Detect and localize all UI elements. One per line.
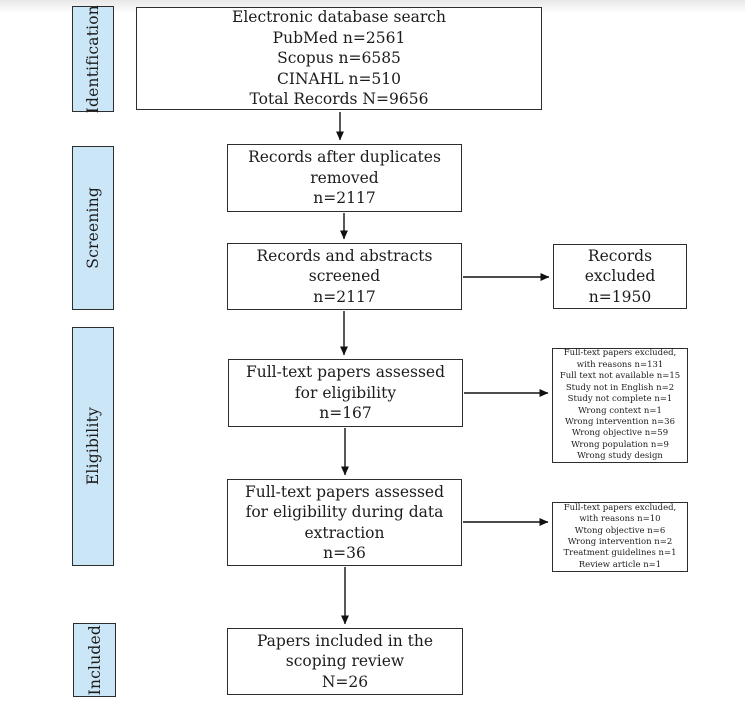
box-text: Full-text papers excluded, with reasons … <box>559 348 681 462</box>
stage-label-included: Included <box>73 623 116 697</box>
box-text: Full-text papers excluded, with reasons … <box>563 502 677 570</box>
box-fulltext-assessed-eligibility: Full-text papers assessed for eligibilit… <box>228 359 463 427</box>
stage-label-text: Screening <box>84 187 102 269</box>
stage-label-screening: Screening <box>72 146 114 310</box>
box-papers-included: Papers included in the scoping review N=… <box>227 628 463 695</box>
box-text: Records after duplicates removed n=2117 <box>248 148 441 208</box>
stage-label-text: Included <box>85 624 104 696</box>
box-duplicates-removed: Records after duplicates removed n=2117 <box>227 144 462 212</box>
box-text: Full-text papers assessed for eligibilit… <box>245 363 446 423</box>
stage-label-text: Eligibility <box>84 407 102 486</box>
box-text: Electronic database search PubMed n=2561… <box>232 8 446 109</box>
box-text: Full-text papers assessed for eligibilit… <box>244 482 445 563</box>
box-records-abstracts-screened: Records and abstracts screened n=2117 <box>227 243 462 310</box>
box-text: Papers included in the scoping review N=… <box>256 631 434 691</box>
stage-label-identification: Identification <box>72 4 114 114</box>
stage-label-text: Identification <box>84 4 102 114</box>
box-text: Records and abstracts screened n=2117 <box>256 246 433 306</box>
box-excluded-reasons-2: Full-text papers excluded, with reasons … <box>552 502 688 572</box>
box-records-excluded: Records excluded n=1950 <box>553 244 687 309</box>
box-text: Records excluded n=1950 <box>584 246 656 306</box>
stage-label-eligibility: Eligibility <box>72 327 114 566</box>
box-excluded-reasons-1: Full-text papers excluded, with reasons … <box>552 348 688 463</box>
box-electronic-database-search: Electronic database search PubMed n=2561… <box>136 7 542 110</box>
box-fulltext-assessed-data-extraction: Full-text papers assessed for eligibilit… <box>227 479 462 566</box>
